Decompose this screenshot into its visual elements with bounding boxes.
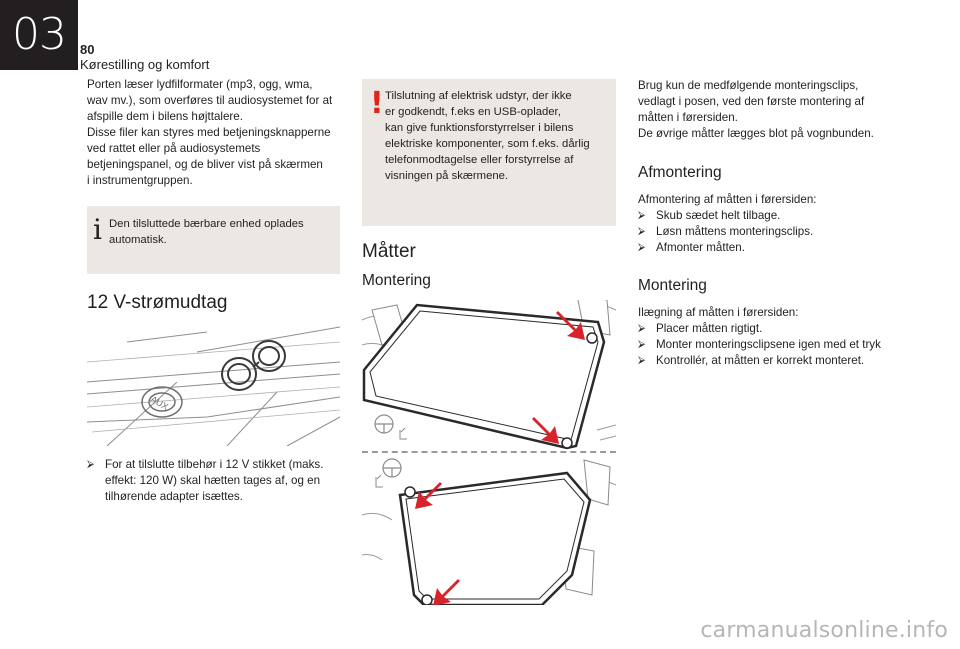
text-line: telefonmodtagelse eller forstyrrelse af: [385, 154, 574, 166]
text-line: i instrumentgruppen.: [87, 174, 193, 187]
arrow-icon: [433, 579, 460, 605]
afmontering-steps: Afmontering af måtten i førersiden: ⮚ Sku…: [638, 192, 902, 256]
bullet-marker: ⮚: [638, 339, 646, 350]
mat-intro-text: Brug kun de medfølgende monteringsclips,…: [638, 78, 902, 142]
text-line: kan give funktionsforstyrrelser i bilens: [385, 122, 574, 134]
text-line: ved rattet eller på audiosystemets: [87, 142, 261, 155]
bullet-marker: ⮚: [638, 226, 646, 237]
list-item: ⮚ Skub sædet helt tilbage.: [638, 208, 902, 224]
list-item-text: Kontrollér, at måtten er korrekt montere…: [656, 354, 865, 367]
list-item: ⮚ Kontrollér, at måtten er korrekt monter…: [638, 353, 908, 369]
socket-drawing: AUX: [87, 326, 340, 446]
text-line: visningen på skærmene.: [385, 170, 509, 182]
seat-icon: [375, 474, 383, 488]
text-line: vedlagt i posen, ved den første monterin…: [638, 95, 865, 108]
list-item: ⮚ Løsn måttens monteringsclips.: [638, 224, 902, 240]
socket-illustration: AUX: [87, 322, 340, 446]
subheading-afmontering: Afmontering: [638, 164, 722, 181]
subheading-montering: Montering: [362, 272, 431, 289]
text-line: betjeningspanel, og de bliver vist på sk…: [87, 158, 323, 171]
list-item: ⮚ Afmonter måtten.: [638, 240, 902, 256]
info-icon: i: [93, 213, 102, 246]
illustration-separator: [362, 451, 616, 453]
text-line: Den tilsluttede bærbare enhed oplades: [109, 218, 304, 230]
chapter-tab: 03: [0, 0, 78, 70]
floor-mat-illustration-bottom: [362, 455, 616, 605]
aux-label: AUX: [149, 394, 170, 412]
list-item-text: Monter monteringsclipsene igen med et tr…: [656, 338, 881, 351]
floor-mat-drawing-bottom: [362, 458, 616, 605]
bullet-marker: ⮚: [638, 242, 646, 253]
text-line: wav mv.), som overføres til audiosysteme…: [87, 94, 333, 107]
floor-mat-illustration-top: [362, 300, 616, 450]
info-text: Den tilsluttede bærbare enhed oplades au…: [109, 216, 334, 248]
arrow-icon: [556, 311, 585, 340]
text-line: effekt: 120 W) skal hætten tages af, og …: [105, 474, 321, 487]
step-lead: Afmontering af måtten i førersiden:: [638, 193, 817, 206]
text-line: De øvrige måtter lægges blot på vognbund…: [638, 127, 874, 140]
bullet-marker: ⮚: [87, 459, 95, 470]
list-item-text: Placer måtten rigtigt.: [656, 322, 763, 335]
chapter-title: Kørestilling og komfort: [80, 57, 210, 72]
text-line: Porten læser lydfilformater (mp3, ogg, w…: [87, 78, 313, 91]
bullet-marker: ⮚: [638, 355, 646, 366]
list-item: ⮚ Monter monteringsclipsene igen med et t…: [638, 337, 908, 353]
text-line: måtten i førersiden.: [638, 111, 738, 124]
usb-intro-text: Porten læser lydfilformater (mp3, ogg, w…: [87, 77, 349, 189]
list-item-text: Skub sædet helt tilbage.: [656, 209, 781, 222]
list-item-text: Afmonter måtten.: [656, 241, 745, 254]
seat-icon: [399, 427, 407, 440]
text-line: elektriske komponenter, som f.eks. dårli…: [385, 138, 590, 150]
warning-box: ! Tilslutning af elektrisk udstyr, der i…: [362, 79, 616, 226]
warning-icon: !: [370, 86, 384, 121]
text-line: tilhørende adapter isættes.: [105, 490, 243, 503]
arrow-icon: [532, 417, 559, 444]
bullet-marker: ⮚: [638, 210, 646, 221]
text-line: Tilslutning af elektrisk udstyr, der ikk…: [385, 90, 572, 102]
montering-steps: Ilægning af måtten i førersiden: ⮚ Placer…: [638, 305, 908, 369]
text-line: Disse filer kan styres med betjeningskna…: [87, 126, 331, 139]
text-line: For at tilslutte tilbehør i 12 V stikket…: [105, 458, 324, 471]
section-heading-maatter: Måtter: [362, 241, 416, 262]
text-line: er godkendt, f.eks en USB-oplader,: [385, 106, 561, 118]
arrow-icon: [415, 482, 442, 509]
text-line: afspille dem i bilens højttalere.: [87, 110, 243, 123]
section-heading-12v: 12 V-strømudtag: [87, 292, 228, 313]
list-item-text: Løsn måttens monteringsclips.: [656, 225, 814, 238]
text-line: automatisk.: [109, 234, 167, 246]
subheading-montering-2: Montering: [638, 277, 707, 294]
bullet-marker: ⮚: [638, 323, 646, 334]
info-box: i Den tilsluttede bærbare enhed oplades …: [87, 206, 340, 274]
floor-mat-drawing-top: [362, 300, 616, 450]
text-line: Brug kun de medfølgende monteringsclips,: [638, 79, 859, 92]
steering-wheel-icon: [382, 458, 402, 478]
watermark-link[interactable]: carmanualsonline.info: [700, 618, 948, 643]
list-item: ⮚ Placer måtten rigtigt.: [638, 321, 908, 337]
12v-bullet: ⮚ For at tilslutte tilbehør i 12 V stikk…: [87, 457, 363, 505]
steering-wheel-icon: [374, 414, 394, 434]
page-number: 80: [80, 42, 95, 57]
step-lead: Ilægning af måtten i førersiden:: [638, 306, 799, 319]
warning-text: Tilslutning af elektrisk udstyr, der ikk…: [385, 88, 611, 184]
